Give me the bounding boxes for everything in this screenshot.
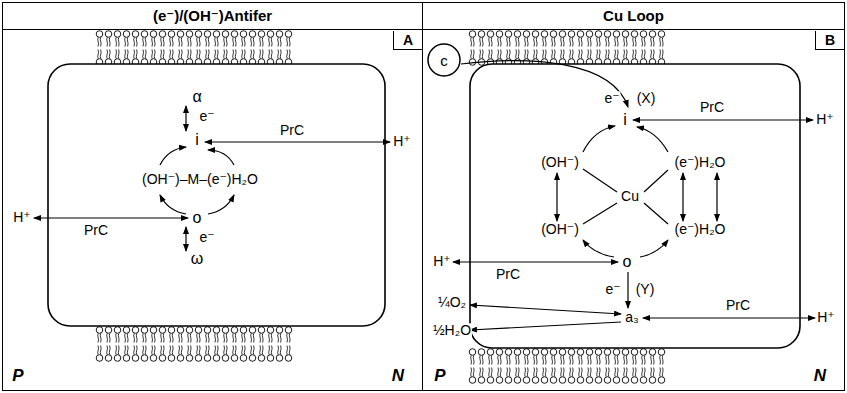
symbol-label: (X) (636, 91, 657, 106)
exchange-arrow (208, 150, 234, 165)
circle-label: c (440, 53, 448, 68)
panel-letter-text: B (825, 32, 835, 48)
lipid-bilayer (95, 30, 293, 66)
exchange-arrow (583, 126, 615, 152)
symbol-label: ½H₂O (432, 323, 472, 338)
symbol-label: Cu (620, 189, 640, 204)
symbol-label: PrC (279, 123, 305, 138)
proton-arrow (643, 317, 815, 318)
symbol-label: H⁺ (12, 210, 32, 225)
panel-letter-text: A (403, 32, 413, 48)
bond-line (583, 203, 617, 224)
symbol-label: (OH⁻) (540, 222, 580, 237)
proton-arrow (633, 119, 813, 120)
proton-arrow (205, 141, 390, 142)
panel-heading: Cu Loop (423, 3, 844, 30)
site-label: ω (190, 250, 205, 268)
site-label: o (192, 209, 203, 227)
symbol-label: ¼O₂ (437, 295, 467, 310)
exchange-arrow (160, 147, 186, 165)
panel-letter: A (393, 31, 422, 50)
panel-frame: (e⁻)/(OH⁻)AntiferA (2, 2, 423, 391)
protein-outline (470, 64, 800, 348)
side-label: P (433, 367, 446, 386)
symbol-label: PrC (699, 100, 725, 115)
symbol-label: (Y) (635, 282, 656, 297)
symbol-label: (OH⁻)–M–(e⁻)H₂O (141, 172, 259, 187)
electron-arrow (627, 272, 628, 308)
bond-line (644, 170, 668, 192)
exchange-arrow (160, 195, 186, 214)
symbol-label: (OH⁻) (540, 155, 580, 170)
exchange-arrow (682, 173, 683, 221)
side-label: N (391, 367, 405, 386)
symbol-label: H⁺ (815, 112, 835, 127)
panel-heading: (e⁻)/(OH⁻)Antifer (3, 3, 422, 30)
exchange-arrow (583, 240, 614, 257)
symbol-label: e⁻ (198, 109, 215, 124)
symbol-label: a₃ (624, 310, 640, 325)
exchange-arrow (556, 173, 557, 221)
side-label: P (11, 367, 24, 386)
site-label: α (191, 88, 202, 106)
exchange-arrow (640, 240, 668, 257)
bond-line (583, 169, 617, 192)
electron-arrow (461, 61, 628, 107)
symbol-label: e⁻ (604, 282, 621, 297)
symbol-label: H⁺ (816, 310, 836, 325)
symbol-label: (e⁻)H₂O (674, 155, 727, 170)
bond-line (644, 203, 668, 224)
symbol-label: e⁻ (198, 230, 215, 245)
symbol-label: (e⁻)H₂O (674, 222, 727, 237)
panel-letter: B (815, 31, 844, 50)
protein-outline (48, 64, 385, 326)
symbol-label: PrC (83, 223, 109, 238)
cytochrome-circle: c (427, 43, 461, 77)
site-label: i (622, 111, 628, 129)
water-arrow (470, 322, 621, 330)
proton-arrow (453, 261, 618, 262)
site-label: o (622, 253, 633, 271)
symbol-label: e⁻ (603, 91, 620, 106)
side-label: N (813, 367, 827, 386)
electron-arrow (185, 106, 186, 131)
lipid-bilayer (468, 348, 666, 384)
exchange-arrow (208, 195, 234, 214)
exchange-arrow (637, 127, 668, 152)
symbol-label: PrC (725, 298, 751, 313)
site-label: i (194, 131, 200, 149)
exchange-arrow (716, 173, 717, 221)
oxygen-arrow (470, 305, 621, 314)
symbol-label: H⁺ (392, 134, 412, 149)
electron-arrow (185, 227, 186, 251)
symbol-label: H⁺ (432, 254, 452, 269)
symbol-label: PrC (495, 267, 521, 282)
proton-arrow (34, 217, 188, 218)
lipid-bilayer (95, 326, 293, 362)
